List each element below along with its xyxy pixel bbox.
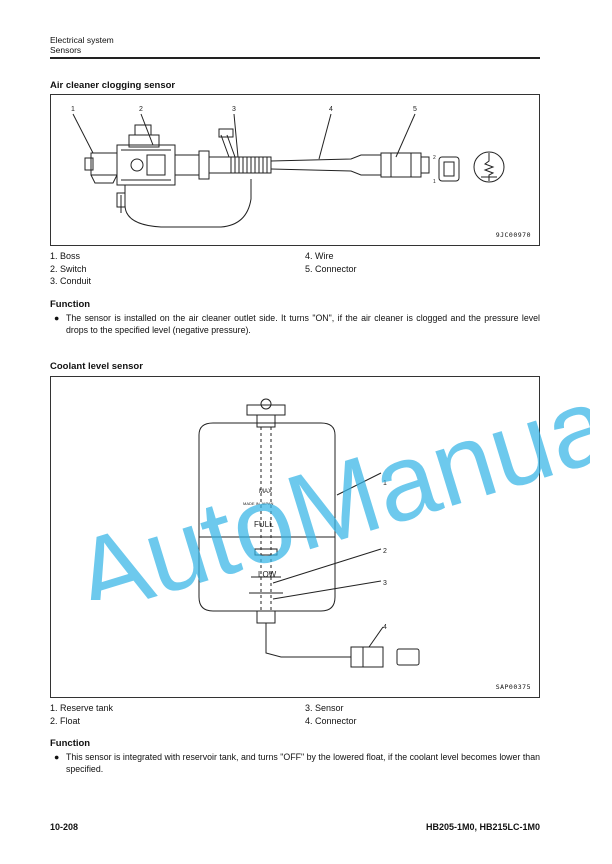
tank-label-low: LOW [258,570,277,579]
air-cleaner-sensor-figure: 1 2 3 4 5 [50,94,540,246]
legend-item-switch: 2. Switch [50,263,87,274]
header-section: Sensors [50,45,82,55]
pin-label-2: 2 [433,155,436,161]
coolant-callout-3: 3 [383,580,387,587]
legend-item-connector: 5. Connector [305,263,357,274]
coolant-callout-1: 1 [383,480,387,487]
callout-3: 3 [232,106,236,113]
figure-code-9jc: 9JC00970 [495,231,531,239]
legend-item-boss: 1. Boss [50,251,81,261]
tank-label-made-in: MADE IN JAPAN [243,501,273,506]
tank-label-full: FULL [254,520,274,529]
air-cleaner-function-title: Function [50,299,91,310]
figure-code-sap: SAP00375 [495,683,531,691]
tank-label-max: MAX [259,489,272,495]
header-chapter: Electrical system [50,35,114,45]
coolant-tank-drawing: 1 2 3 4 MAX MADE IN JAPAN FULL LOW [198,398,420,668]
callout-5: 5 [413,106,417,113]
coolant-callout-4: 4 [383,624,387,631]
pin-label-1: 1 [433,179,436,185]
air-cleaner-section-title: Air cleaner clogging sensor [50,80,176,91]
page-number: 10-208 [50,822,79,832]
coolant-function-title: Function [50,738,91,749]
legend-item-sensor: 3. Sensor [305,703,344,713]
legend-item-coolant-connector: 4. Connector [305,715,357,726]
header-rule [50,57,540,59]
air-cleaner-legend: 1. Boss 2. Switch 3. Conduit 4. Wire 5. … [50,250,540,290]
coolant-function-body: This sensor is integrated with reservoir… [66,752,540,774]
callout-1: 1 [71,106,75,113]
callout-2: 2 [139,106,143,113]
legend-item-reserve-tank: 1. Reserve tank [50,703,114,713]
legend-item-float: 2. Float [50,715,81,726]
air-cleaner-function-body: The sensor is installed on the air clean… [66,313,540,335]
callout-4: 4 [329,106,333,113]
legend-item-wire: 4. Wire [305,251,334,261]
coolant-legend: 1. Reserve tank 2. Float 3. Sensor 4. Co… [50,702,540,730]
air-cleaner-sensor-drawing: 1 2 3 4 5 [71,106,505,228]
model-number: HB205-1M0, HB215LC-1M0 [425,822,540,832]
air-cleaner-function-text: ● The sensor is installed on the air cle… [50,312,540,336]
legend-item-conduit: 3. Conduit [50,276,92,286]
coolant-callout-2: 2 [383,548,387,555]
bullet-icon: ● [54,313,60,323]
bullet-icon: ● [54,752,60,762]
running-header: Electrical system Sensors [50,35,114,55]
coolant-section-title: Coolant level sensor [50,361,143,372]
coolant-sensor-figure: 1 2 3 4 MAX MADE IN JAPAN FULL LOW SAP00… [50,376,540,698]
coolant-function-text: ● This sensor is integrated with reservo… [50,751,540,775]
